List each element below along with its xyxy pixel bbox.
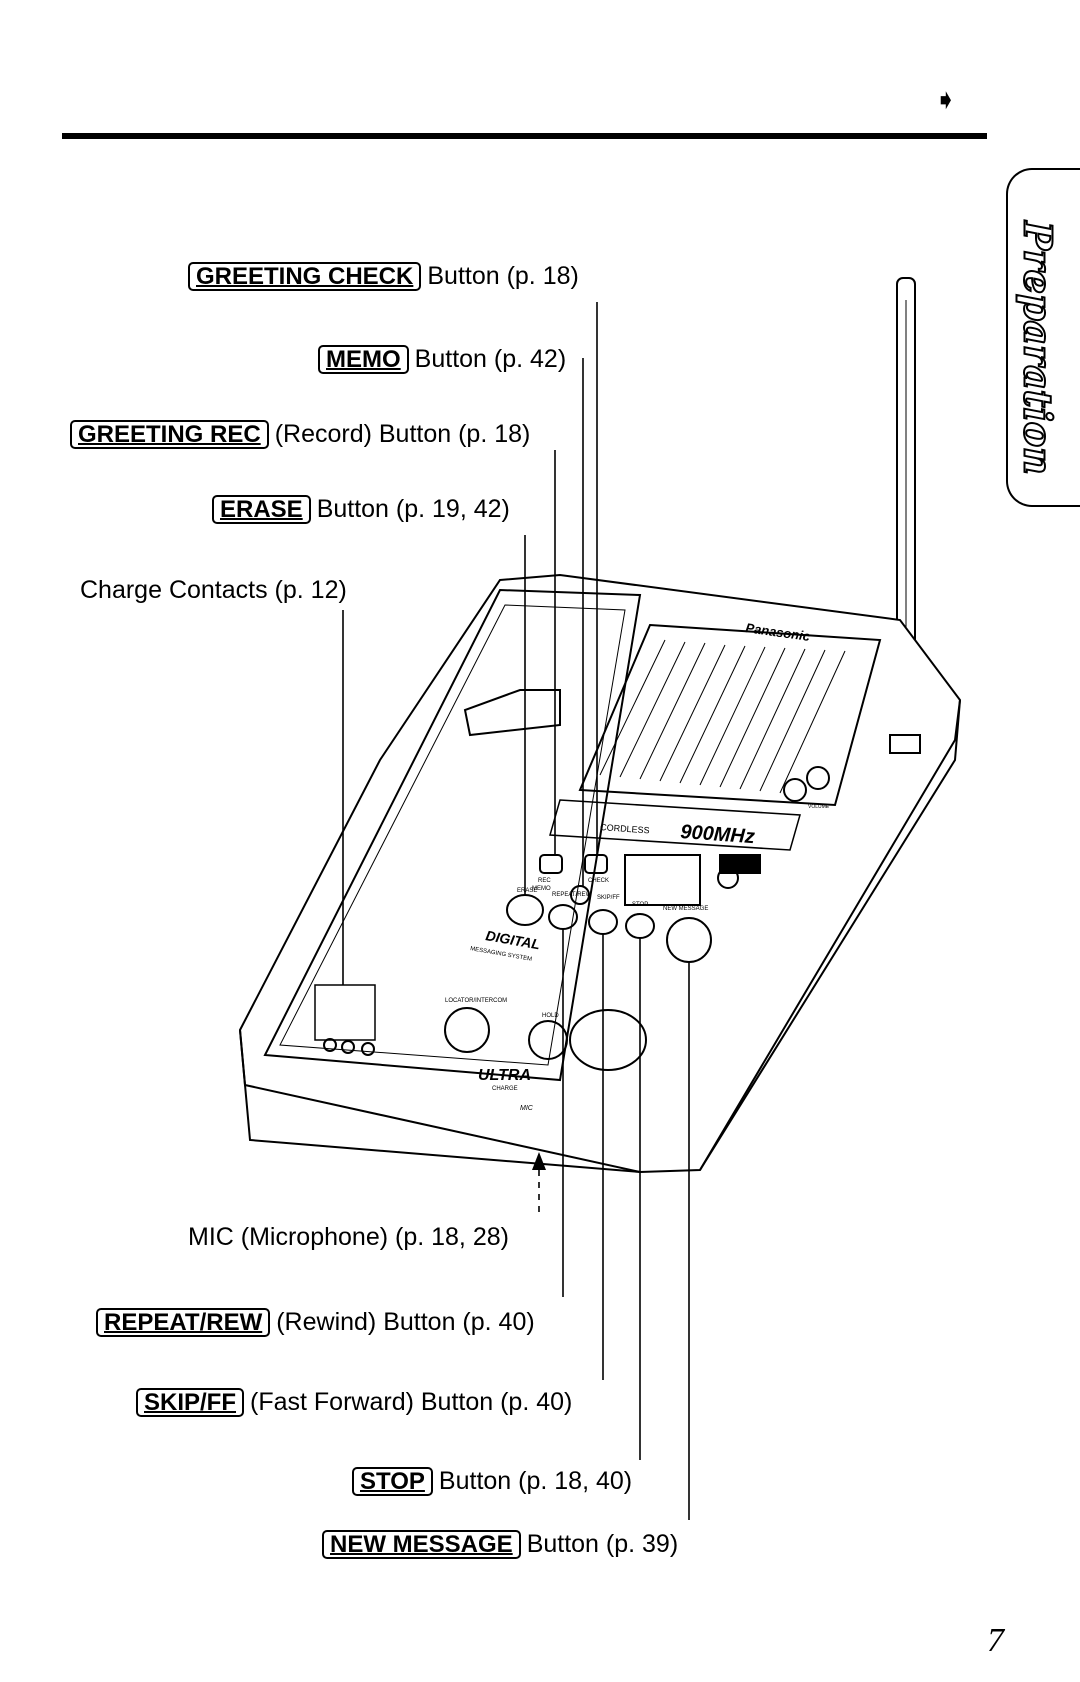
svg-text:MIC: MIC bbox=[520, 1105, 534, 1112]
svg-text:ULTRA: ULTRA bbox=[478, 1067, 531, 1084]
callout-charge-contacts: Charge Contacts (p. 12) bbox=[80, 576, 347, 604]
svg-text:VOLUME: VOLUME bbox=[808, 804, 830, 810]
section-tab bbox=[1006, 168, 1080, 507]
charge-contacts bbox=[314, 984, 376, 1041]
mic-arrow-icon bbox=[532, 1152, 546, 1170]
svg-text:REC: REC bbox=[538, 878, 551, 884]
lcd-display bbox=[624, 854, 701, 906]
callout-mic: MIC (Microphone) (p. 18, 28) bbox=[188, 1223, 509, 1251]
memo-key bbox=[570, 885, 590, 905]
svg-text:CHECK: CHECK bbox=[588, 878, 609, 884]
talk-key bbox=[569, 1009, 647, 1071]
svg-text:HOLD: HOLD bbox=[542, 1013, 559, 1019]
callout-repeat-rew: REPEAT/REW(Rewind) Button (p. 40) bbox=[96, 1308, 535, 1337]
svg-text:REPEAT/REW: REPEAT/REW bbox=[552, 892, 592, 898]
frequency-label: 900MHz bbox=[680, 821, 756, 848]
continue-arrow-icon: ➧ bbox=[934, 84, 958, 115]
svg-text:STOP: STOP bbox=[632, 902, 648, 908]
greeting-check-key bbox=[584, 854, 608, 874]
svg-text:NEW MESSAGE: NEW MESSAGE bbox=[663, 906, 708, 912]
callout-skip-ff: SKIP/FF(Fast Forward) Button (p. 40) bbox=[136, 1388, 572, 1417]
svg-text:LOCATOR/INTERCOM: LOCATOR/INTERCOM bbox=[445, 998, 507, 1004]
hold-key bbox=[528, 1020, 568, 1060]
callout-greeting-rec: GREETING REC(Record) Button (p. 18) bbox=[70, 420, 530, 449]
volume-down-icon bbox=[783, 778, 807, 802]
svg-text:MEMO: MEMO bbox=[532, 886, 551, 892]
locator-key bbox=[444, 1007, 490, 1053]
svg-text:ERASE: ERASE bbox=[517, 888, 537, 894]
charge-clip bbox=[463, 689, 561, 737]
svg-text:SKIP/FF: SKIP/FF bbox=[597, 895, 620, 901]
speaker-grille bbox=[578, 623, 882, 807]
answer-on-button bbox=[717, 867, 739, 889]
volume-up-icon bbox=[806, 766, 830, 790]
greeting-rec-key bbox=[539, 854, 563, 874]
svg-text:CHARGE: CHARGE bbox=[492, 1086, 518, 1092]
header-rule bbox=[62, 133, 987, 139]
page-number: 7 bbox=[987, 1622, 1004, 1659]
svg-text:CORDLESS: CORDLESS bbox=[600, 822, 650, 835]
answer-indicator bbox=[719, 854, 761, 874]
